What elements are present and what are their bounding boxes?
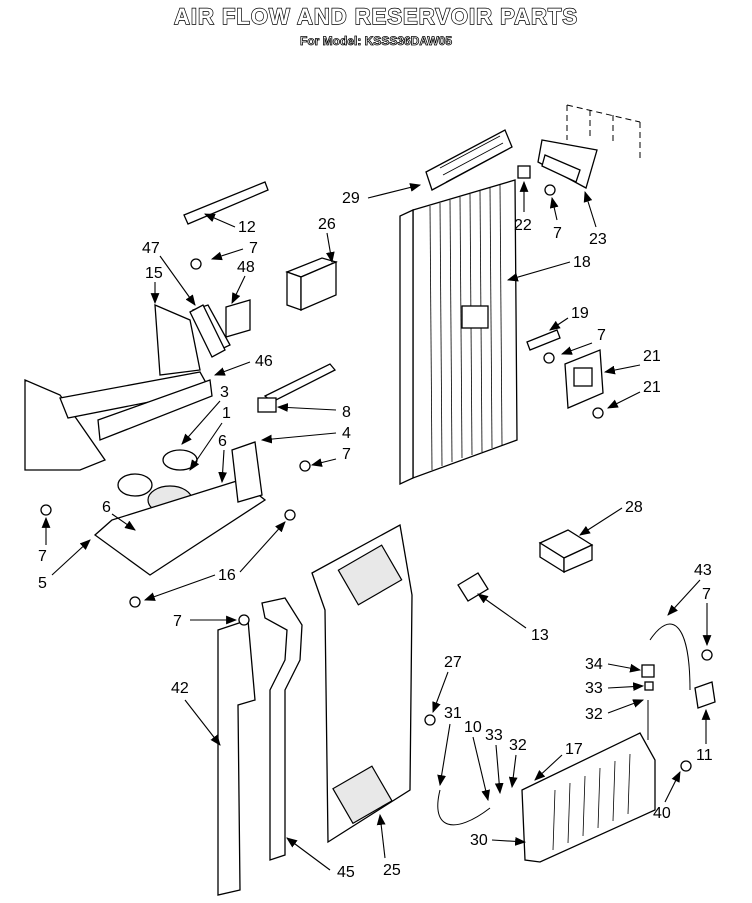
evaporator-cover-panel	[399, 179, 518, 486]
callout-31: 31	[444, 705, 462, 722]
callout-30: 30	[470, 832, 488, 849]
callout-17: 18	[573, 254, 591, 271]
fitting-part-34	[641, 664, 655, 678]
callout-18: 19	[571, 305, 589, 322]
filter-part-13	[457, 572, 489, 602]
clip-part-22	[517, 165, 531, 179]
connector-part-8	[257, 397, 277, 413]
module-part-28	[538, 529, 594, 574]
callout-26: 26	[318, 216, 336, 233]
callout-21: 21	[643, 379, 661, 396]
right-channel	[261, 597, 303, 861]
callout-7: 7	[249, 240, 258, 257]
callout-45: 45	[337, 864, 355, 881]
screw-icon	[40, 184, 713, 772]
mounting-bracket	[537, 104, 641, 189]
rod-part-8	[263, 363, 337, 403]
callout-33-upper: 33	[585, 680, 603, 697]
callout-11: 11	[696, 747, 713, 764]
callout-29: 29	[342, 190, 360, 207]
callout-14: 15	[145, 265, 163, 282]
left-channel	[217, 619, 256, 896]
callout-47: 46	[255, 353, 273, 370]
bracket-part-18	[526, 329, 561, 351]
callout-32-upper: 32	[585, 706, 603, 723]
callout-19: 21	[643, 348, 661, 365]
callout-6-upper: 6	[218, 433, 227, 450]
callout-13: 13	[531, 627, 549, 644]
tube-part-31	[437, 789, 491, 826]
reservoir-cover	[311, 523, 413, 844]
callout-40: 40	[653, 805, 671, 822]
tube-part-43	[649, 623, 691, 691]
callout-5: 5	[38, 575, 47, 592]
callout-33-lower: 33	[485, 727, 503, 744]
callout-25: 25	[383, 862, 401, 879]
callout-7-far-right: 7	[702, 586, 711, 603]
callout-46: 47	[142, 240, 160, 257]
callout-7-mid: 7	[173, 613, 182, 630]
water-reservoir	[521, 732, 656, 863]
housing-part-19	[564, 349, 604, 409]
callout-7-right: 7	[342, 446, 351, 463]
callout-12: 12	[238, 219, 256, 236]
callout-23: 23	[589, 231, 607, 248]
callout-1: 1	[222, 405, 231, 422]
callout-4: 4	[342, 425, 351, 442]
top-grille	[425, 129, 513, 191]
callout-15: 17	[565, 741, 583, 758]
callout-42: 42	[171, 680, 189, 697]
strip-part-46	[189, 304, 226, 358]
callout-22: 22	[514, 217, 532, 234]
duct-part-26	[285, 257, 338, 311]
callout-7-top: 7	[553, 225, 562, 242]
pad-part-48	[225, 299, 251, 338]
callout-3: 3	[220, 384, 229, 401]
callout-28: 28	[625, 499, 643, 516]
callout-8: 8	[342, 404, 351, 421]
fan-motor-assembly	[24, 303, 267, 576]
model-subtitle: For Model: KSSS36DAW05	[299, 34, 453, 49]
callout-6-lower: 6	[102, 499, 111, 516]
callout-32-lower: 32	[509, 737, 527, 754]
clip-part-11	[694, 681, 716, 709]
bracket-part-12	[183, 181, 269, 225]
callout-48: 48	[237, 259, 255, 276]
callout-27: 27	[444, 654, 462, 671]
diagram-title: AIR FLOW AND RESERVOIR PARTS	[173, 3, 579, 29]
callout-34: 34	[585, 656, 603, 673]
callout-7-left: 7	[38, 548, 47, 565]
fitting-part-33	[644, 681, 654, 691]
callout-43: 43	[694, 562, 712, 579]
callout-16: 16	[218, 567, 236, 584]
callout-labels: 12 7 26 47 48 15 46 3 1 8 4 6 7 6 7 5 16…	[38, 180, 713, 881]
callout-10: 10	[464, 719, 482, 736]
callout-7-right-mid: 7	[597, 327, 606, 344]
